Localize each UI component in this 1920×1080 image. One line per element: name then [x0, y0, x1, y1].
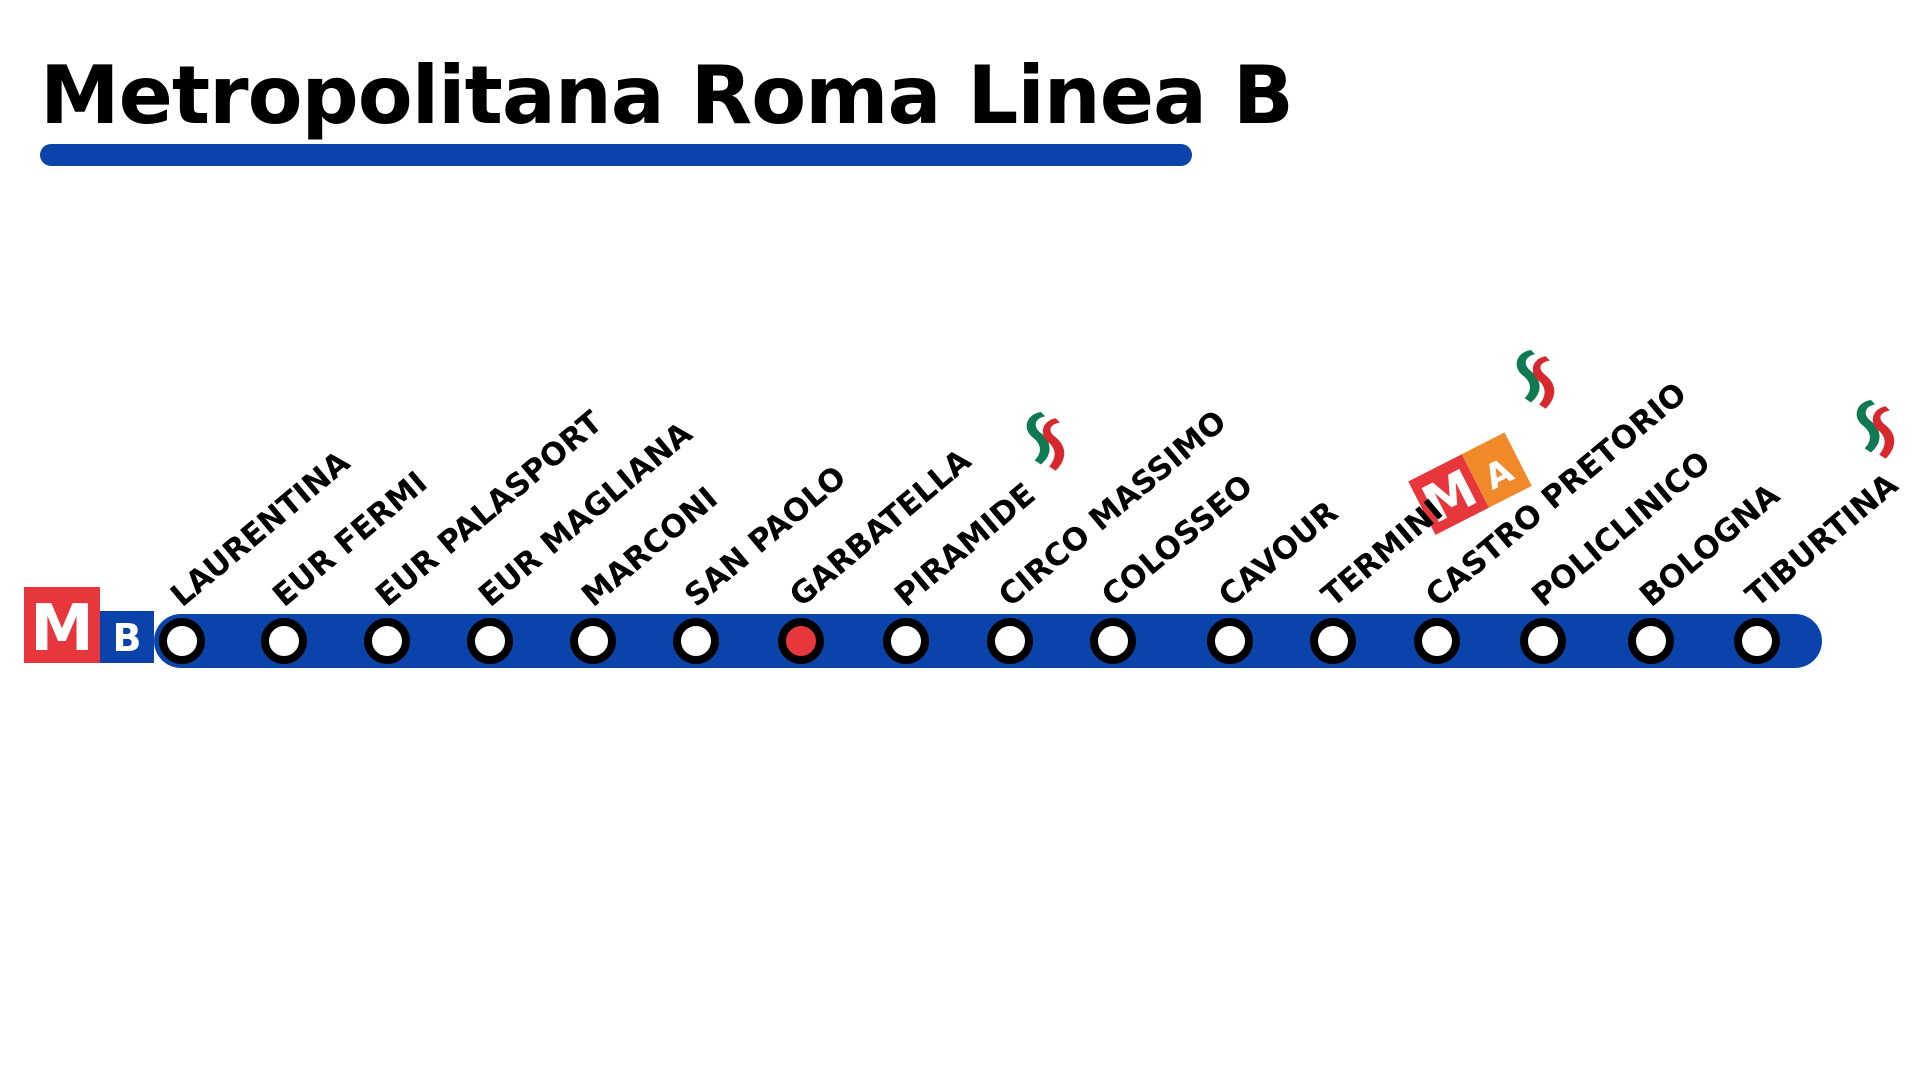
metro-a-icon — [1461, 432, 1532, 508]
station-label: POLICLINICO — [1525, 445, 1717, 615]
station-marker — [1090, 618, 1136, 664]
station-marker — [364, 618, 410, 664]
page-title: Metropolitana Roma Linea B — [40, 49, 1294, 142]
station-marker — [1520, 618, 1566, 664]
station-marker — [261, 618, 307, 664]
station-marker — [673, 618, 719, 664]
station-marker — [1734, 618, 1780, 664]
metro-m-badge — [24, 587, 100, 663]
station-label: GARBATELLA — [783, 442, 978, 614]
station-marker — [467, 618, 513, 664]
station-marker — [1207, 618, 1253, 664]
station-marker — [1628, 618, 1674, 664]
fs-trenitalia-icon — [1026, 412, 1065, 471]
fs-trenitalia-icon — [1856, 400, 1895, 459]
metro-m-letter: M — [30, 592, 94, 666]
station-marker — [570, 618, 616, 664]
station-marker — [159, 618, 205, 664]
station-label: LAURENTINA — [164, 444, 357, 614]
metro-a-m-badge — [1408, 454, 1489, 535]
metro-b-logo: M B — [24, 587, 154, 666]
station-marker — [1310, 618, 1356, 664]
line-b-letter: B — [113, 616, 142, 660]
station-marker — [1414, 618, 1460, 664]
current-station-marker — [778, 618, 824, 664]
fs-trenitalia-icon — [1516, 350, 1555, 409]
line-b-badge — [100, 611, 154, 663]
station-marker — [883, 618, 929, 664]
title-underline — [40, 144, 1192, 166]
station-marker — [987, 618, 1033, 664]
